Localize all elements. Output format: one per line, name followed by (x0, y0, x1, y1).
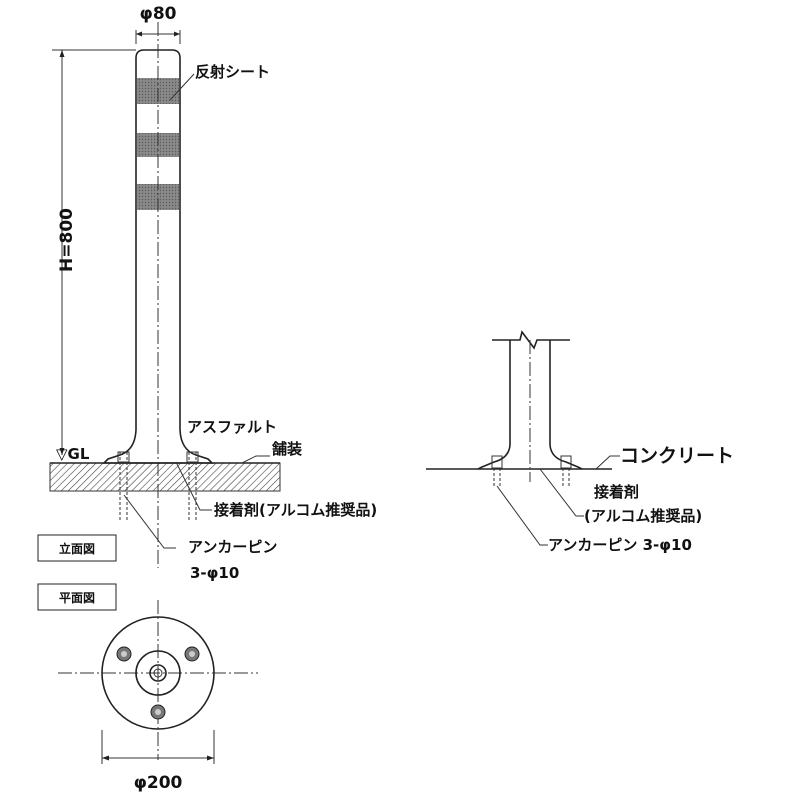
base-plate-outline (101, 616, 215, 730)
post-center-circle (153, 668, 163, 678)
anchor-pin-right-label: アンカーピン 3-φ10 (548, 536, 692, 554)
plan-anchor-hole-1 (116, 646, 132, 662)
elevation-view-tag-label: 立面図 (59, 541, 95, 556)
anchor-pins-detail (491, 455, 572, 488)
anchor-pins-elevation (117, 451, 199, 520)
asphalt-label-line1: アスファルト (187, 418, 277, 436)
plan-anchor-hole-3 (150, 704, 166, 720)
adhesive-left-leader (175, 461, 212, 511)
post-outer-circle (135, 650, 181, 696)
anchor-pin-right-leader (496, 485, 548, 546)
height-dimension: H=800 (52, 49, 136, 455)
top-diameter-label: φ80 (140, 4, 177, 24)
base-diameter-label: φ200 (134, 773, 183, 793)
plan-anchor-hole-2 (184, 646, 200, 662)
elevation-view-tag (37, 534, 117, 562)
adhesive-right-label-line2: (アルコム推奨品) (584, 507, 702, 525)
reflective-sheet-leader (169, 73, 195, 101)
post-inner-circle (149, 664, 167, 682)
detail-post-left-wall (477, 340, 511, 470)
concrete-leader (595, 455, 620, 470)
plan-view-tag-label: 平面図 (59, 591, 95, 605)
base-diameter-dimension: φ200 (101, 730, 215, 793)
detail-post-right-wall (549, 340, 583, 470)
anchor-pin-left-label-line2: 3-φ10 (190, 564, 239, 582)
adhesive-right-label-line1: 接着剤 (594, 483, 639, 501)
anchor-pin-left-label-line1: アンカーピン (188, 538, 277, 556)
reflective-sheet-label: 反射シート (195, 63, 270, 81)
anchor-pin-left-leader (123, 494, 176, 549)
plan-view-tag (37, 583, 117, 611)
break-line (492, 330, 570, 350)
asphalt-leader (241, 455, 270, 464)
asphalt-label-line2: 舗装 (271, 440, 303, 458)
asphalt-ground-band (49, 462, 281, 492)
adhesive-left-label: 接着剤(アルコム推奨品) (214, 501, 377, 519)
elevation-view: φ80 H=800 反射シ (37, 4, 377, 611)
concrete-label: コンクリート (620, 445, 734, 467)
plan-view: φ200 (58, 600, 258, 793)
ground-level-label: ▽GL (56, 445, 90, 463)
height-label: H=800 (57, 208, 77, 272)
adhesive-right-leader (539, 468, 584, 517)
concrete-detail-view: コンクリート 接着剤 (アルコム推奨品) アンカーピン 3-φ10 (426, 330, 734, 554)
